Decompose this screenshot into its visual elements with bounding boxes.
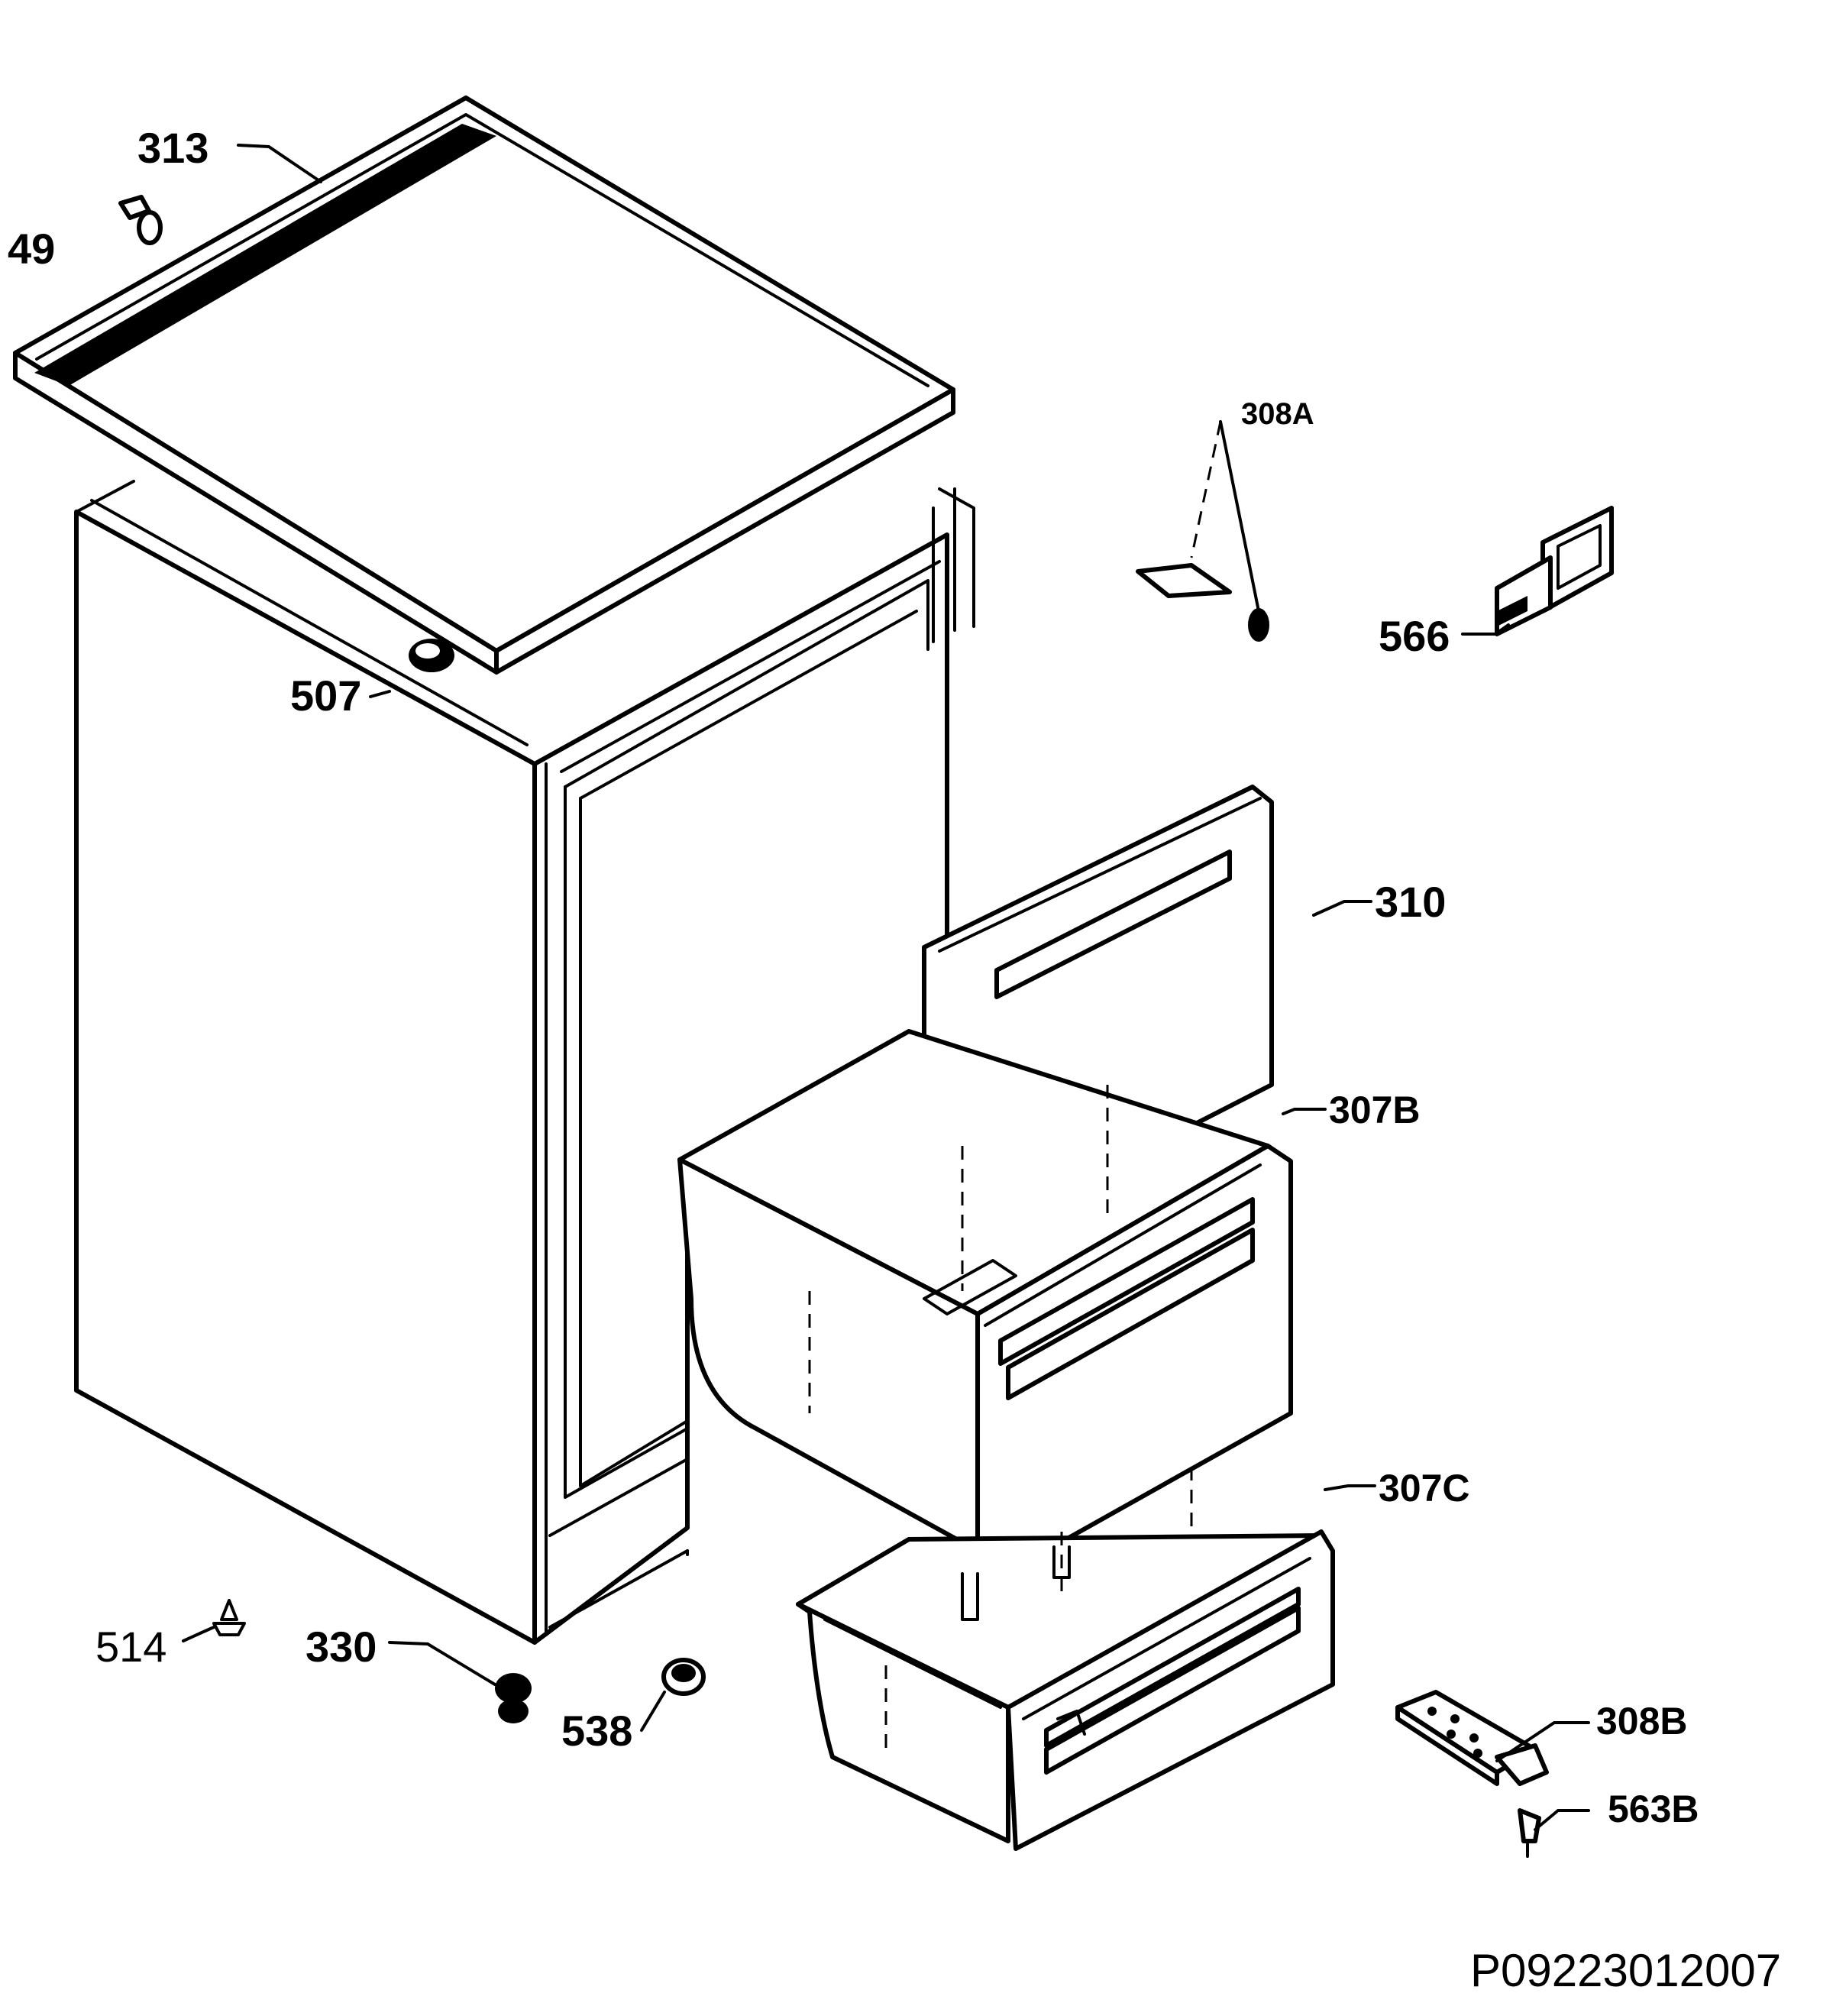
leader-lines (182, 144, 1590, 1831)
reference-code: P09223012007 (1470, 1945, 1781, 1996)
label-507: 507 (290, 671, 361, 720)
label-307c: 307C (1379, 1467, 1470, 1510)
part-308a (1136, 420, 1269, 642)
label-566: 566 (1379, 612, 1450, 660)
label-310: 310 (1375, 878, 1446, 926)
part-563b-screw (1518, 1808, 1541, 1858)
part-308b-hinge (1395, 1690, 1549, 1786)
label-308b: 308B (1596, 1700, 1688, 1743)
label-563b: 563B (1608, 1788, 1699, 1830)
top-cover (13, 95, 955, 675)
part-514-pin (212, 1599, 246, 1636)
drawer-307b (677, 1029, 1293, 1591)
part-labels: 313 49 507 308A 566 310 307B 307C 514 33… (8, 124, 1781, 1996)
drawer-307c (796, 1467, 1335, 1851)
label-313: 313 (137, 124, 209, 172)
part-566-lock (1495, 506, 1614, 636)
part-507-knob (409, 639, 454, 672)
label-308a: 308A (1241, 397, 1314, 431)
label-307b: 307B (1329, 1089, 1421, 1131)
label-514: 514 (95, 1623, 166, 1671)
label-330: 330 (306, 1623, 377, 1671)
label-538: 538 (561, 1707, 632, 1755)
part-538 (661, 1658, 706, 1696)
label-49: 49 (8, 225, 55, 273)
screw-49 (118, 195, 163, 245)
foot-330 (495, 1673, 532, 1723)
cabinet-body (74, 480, 975, 1645)
